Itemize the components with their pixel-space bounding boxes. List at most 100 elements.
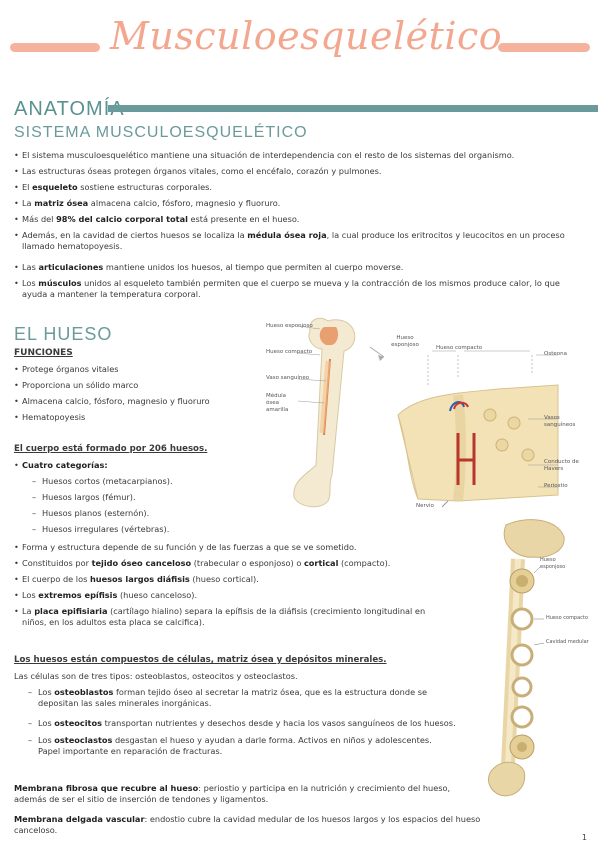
- cuatro-label: Cuatro categorías:: [22, 460, 108, 470]
- celula-item: Los osteoblastos forman tejido óseo al s…: [28, 687, 456, 709]
- bone-illustration: [293, 317, 559, 508]
- text-run: La: [22, 606, 35, 616]
- membrana-fibrosa-label: Membrana fibrosa que recubre al hueso: [14, 783, 199, 793]
- section-heading-hueso: EL HUESO: [14, 324, 113, 344]
- text-run: (cartílago hialino) separa la epífisis d…: [22, 606, 426, 627]
- long-bone-figure: Hueso esponjoso Hueso compacto Cavidad m…: [478, 515, 590, 805]
- sistema-item: Los músculos unidos al esqueleto también…: [14, 278, 587, 300]
- text-run: (hueso canceloso).: [117, 590, 198, 600]
- compuestos-heading: Los huesos están compuestos de células, …: [14, 655, 387, 665]
- membrana-fibrosa: Membrana fibrosa que recubre al hueso: p…: [14, 783, 454, 805]
- bold-term: 98% del calcio corporal total: [56, 214, 188, 224]
- bold-term: médula ósea roja: [247, 230, 327, 240]
- text-run: Los: [38, 718, 55, 728]
- label-havers: Conducto de Havers: [544, 459, 579, 472]
- label-vaso-sanguineo: Vaso sanguíneo: [266, 375, 310, 381]
- text-run: Constituidos por: [22, 558, 92, 568]
- sistema-item: Además, en la cavidad de ciertos huesos …: [14, 230, 587, 252]
- categoria-item: Huesos planos (esternón).: [32, 508, 242, 519]
- hueso-item: Constituidos por tejido óseo canceloso (…: [14, 558, 462, 569]
- label-hueso-esponjoso: Hueso esponjoso: [266, 323, 313, 329]
- funciones-heading: FUNCIONES: [14, 348, 73, 358]
- label-f2-esponjoso: Hueso esponjoso: [540, 557, 566, 570]
- text-run: Los: [38, 687, 55, 697]
- categoria-item: Huesos cortos (metacarpianos).: [32, 476, 242, 487]
- text-run: unidos al esqueleto también permiten que…: [22, 278, 560, 299]
- membrana-delgada: Membrana delgada vascular: endostio cubr…: [14, 814, 484, 836]
- hueso-item: Forma y estructura depende de su función…: [14, 542, 462, 553]
- membrana-delgada-label: Membrana delgada vascular: [14, 814, 145, 824]
- label-medula: Médula ósea amarilla: [266, 393, 289, 413]
- label-hueso-compacto: Hueso compacto: [266, 349, 313, 355]
- celulas-intro: Las células son de tres tipos: osteoblas…: [14, 671, 298, 681]
- text-run: El: [22, 182, 33, 192]
- label-vasos: Vasos sanguíneos: [544, 415, 576, 428]
- text-run: Más del: [22, 214, 57, 224]
- hueso-item: Los extremos epífisis (hueso canceloso).: [14, 590, 462, 601]
- text-run: El cuerpo de los: [22, 574, 90, 584]
- text-run: mantiene unidos los huesos, al tiempo qu…: [103, 262, 404, 272]
- long-bone-illustration: [487, 519, 565, 797]
- text-run: Las: [22, 262, 39, 272]
- bold-term: cortical: [303, 558, 339, 568]
- sistema-item: Las estructuras óseas protegen órganos v…: [14, 166, 587, 177]
- text-run: transportan nutrientes y desechos desde …: [101, 718, 456, 728]
- label-top-esponjoso: Hueso esponjoso: [391, 335, 419, 348]
- sistema-item: La matriz ósea almacena calcio, fósforo,…: [14, 198, 587, 209]
- label-f2-compacto: Hueso compacto: [546, 615, 588, 621]
- sistema-item: Más del 98% del calcio corporal total es…: [14, 214, 587, 225]
- sistema-item: El sistema musculoesquelético mantiene u…: [14, 150, 587, 161]
- cuerpo-heading: El cuerpo está formado por 206 huesos.: [14, 444, 208, 454]
- bold-term: placa epifisiaria: [34, 606, 108, 616]
- categoria-item: Huesos irregulares (vértebras).: [32, 524, 242, 535]
- celula-item: Los osteoclastos desgastan el hueso y ay…: [28, 735, 456, 757]
- bold-term: músculos: [38, 278, 82, 288]
- funcion-item: Protege órganos vitales: [14, 364, 252, 375]
- text-run: almacena calcio, fósforo, magnesio y flu…: [88, 198, 281, 208]
- label-osteona: Osteona: [544, 351, 567, 357]
- label-periostio: Periostio: [544, 483, 568, 489]
- text-run: está presente en el hueso.: [187, 214, 300, 224]
- label-top-compacto: Hueso compacto: [436, 345, 483, 351]
- text-run: forman tejido óseo al secretar la matriz…: [38, 687, 428, 708]
- bold-term: tejido óseo canceloso: [91, 558, 192, 568]
- text-run: Los: [22, 590, 39, 600]
- text-run: La: [22, 198, 35, 208]
- text-run: , la cual produce los eritrocitos y leuc…: [22, 230, 565, 251]
- bold-term: osteoblastos: [54, 687, 114, 697]
- label-f2-cavidad: Cavidad medular: [546, 639, 589, 645]
- bold-term: osteoclastos: [54, 735, 113, 745]
- membrana-delgada-text: : endostio cubre la cavidad medular de l…: [14, 814, 481, 835]
- section-heading-sistema: SISTEMA MUSCULOESQUELÉTICO: [14, 124, 308, 141]
- text-run: (compacto).: [338, 558, 391, 568]
- bone-structure-figure: Hueso esponjoso Hueso compacto Vaso sang…: [258, 315, 584, 515]
- sistema-item: El esqueleto sostiene estructuras corpor…: [14, 182, 587, 193]
- hueso-item: El cuerpo de los huesos largos diáfisis …: [14, 574, 462, 585]
- funcion-item: Hematopoyesis: [14, 412, 252, 423]
- label-nervio: Nervio: [416, 503, 434, 509]
- text-run: sostiene estructuras corporales.: [77, 182, 213, 192]
- text-run: Los: [38, 735, 55, 745]
- text-run: Además, en la cavidad de ciertos huesos …: [22, 230, 248, 240]
- text-run: desgastan el hueso y ayudan a darle form…: [38, 735, 432, 756]
- bold-term: huesos largos diáfisis: [89, 574, 190, 584]
- text-run: Los: [22, 278, 39, 288]
- title-bar-right: [498, 43, 590, 52]
- page-title: Musculoesquelético: [110, 14, 503, 58]
- sistema-item: Las articulaciones mantiene unidos los h…: [14, 262, 587, 273]
- bold-term: extremos epífisis: [38, 590, 118, 600]
- section-heading-anatomia: ANATOMÍA: [14, 98, 125, 120]
- bold-term: articulaciones: [38, 262, 104, 272]
- title-bar-left: [10, 43, 100, 52]
- hueso-item: La placa epifisiaria (cartílago hialino)…: [14, 606, 452, 628]
- page-number: 1: [581, 833, 587, 842]
- text-run: (hueso cortical).: [189, 574, 259, 584]
- bold-term: matriz ósea: [34, 198, 89, 208]
- cuatro-categorias: Cuatro categorías:: [14, 460, 108, 471]
- bold-term: esqueleto: [32, 182, 78, 192]
- text-run: (trabecular o esponjoso) o: [191, 558, 304, 568]
- categoria-item: Huesos largos (fémur).: [32, 492, 242, 503]
- funcion-item: Almacena calcio, fósforo, magnesio y flu…: [14, 396, 252, 407]
- membrana-fibrosa-text: : periostio y participa en la nutrición …: [14, 783, 451, 804]
- funcion-item: Proporciona un sólido marco: [14, 380, 252, 391]
